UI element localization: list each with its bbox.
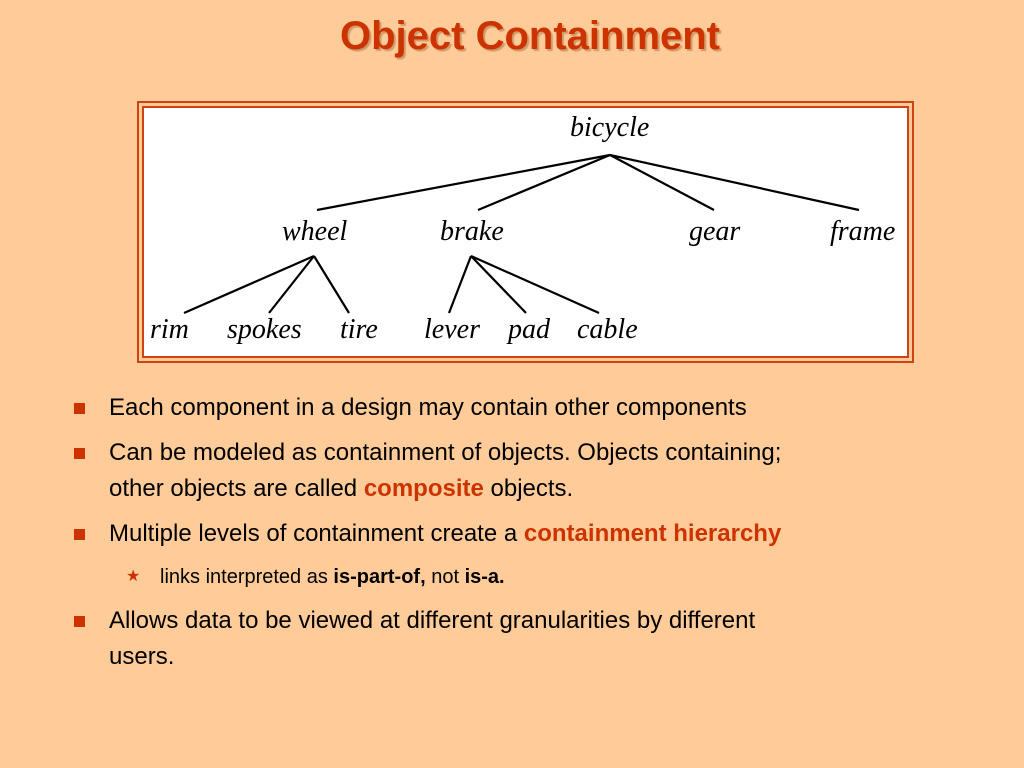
node-gear: gear xyxy=(689,216,740,247)
edge-bicycle-frame xyxy=(609,153,860,212)
bullet-text: Can be modeled as containment of objects… xyxy=(109,435,929,507)
edge-wheel-rim xyxy=(183,254,315,315)
bullet-text: Each component in a design may contain o… xyxy=(109,394,747,421)
bullet-text-pre: other objects are called xyxy=(109,475,364,502)
square-bullet-icon xyxy=(74,403,85,414)
diagram-frame: bicycle wheel brake gear frame rim spoke… xyxy=(137,101,914,363)
node-spokes: spokes xyxy=(227,314,302,345)
node-tire: tire xyxy=(340,314,378,345)
edge-wheel-tire xyxy=(313,255,350,314)
bullet-text: Allows data to be viewed at different gr… xyxy=(109,603,929,675)
emphasis-is-part-of: is-part-of, xyxy=(333,566,426,588)
edge-bicycle-brake xyxy=(477,153,611,212)
node-brake: brake xyxy=(440,216,504,247)
edge-brake-cable xyxy=(470,254,600,315)
emphasis-composite: composite xyxy=(363,475,484,502)
square-bullet-icon xyxy=(74,529,85,540)
node-pad: pad xyxy=(506,314,551,345)
square-bullet-icon xyxy=(74,448,85,459)
sub-bullet-text: links interpreted as is-part-of, not is-… xyxy=(160,562,505,592)
square-bullet-icon xyxy=(74,616,85,627)
bullet-line: users. xyxy=(109,643,175,670)
slide-title: Object Containment xyxy=(339,14,721,58)
edge-wheel-spokes xyxy=(268,255,315,314)
node-wheel: wheel xyxy=(282,216,348,247)
emphasis-is-a: is-a. xyxy=(464,566,505,588)
hierarchy-tree: bicycle wheel brake gear frame rim spoke… xyxy=(150,112,895,345)
containment-diagram: bicycle wheel brake gear frame rim spoke… xyxy=(142,106,909,358)
bullet-text-pre: Multiple levels of containment create a xyxy=(109,520,524,547)
edge-brake-pad xyxy=(470,255,527,314)
bullet-text-post: objects. xyxy=(483,475,574,502)
tree-edges xyxy=(183,153,860,315)
node-frame: frame xyxy=(830,216,895,247)
tree-nodes: bicycle wheel brake gear frame rim spoke… xyxy=(150,112,895,345)
star-bullet-icon: ★ xyxy=(126,568,141,585)
bullet-text: Multiple levels of containment create a … xyxy=(109,516,929,552)
node-cable: cable xyxy=(577,314,638,345)
sub-text-mid: not xyxy=(425,566,465,588)
node-lever: lever xyxy=(424,314,480,345)
bullet-line: Allows data to be viewed at different gr… xyxy=(109,607,756,634)
node-rim: rim xyxy=(150,314,189,345)
emphasis-containment-hierarchy: containment hierarchy xyxy=(523,520,782,547)
edge-brake-lever xyxy=(447,255,473,314)
edge-bicycle-gear xyxy=(609,154,715,211)
edge-bicycle-wheel xyxy=(316,153,611,212)
bullet-line: Can be modeled as containment of objects… xyxy=(109,439,782,466)
sub-text-pre: links interpreted as xyxy=(160,566,334,588)
node-bicycle: bicycle xyxy=(570,112,649,143)
